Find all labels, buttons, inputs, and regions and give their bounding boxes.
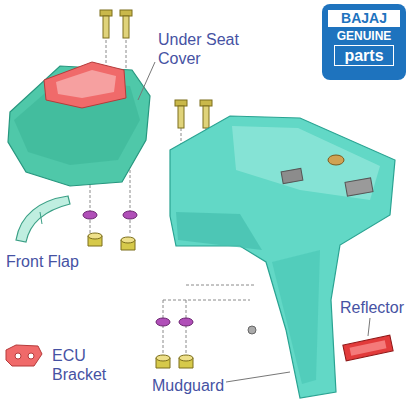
front-flap [16,196,70,242]
logo-text: BAJAJ [328,10,400,27]
mudguard [170,116,395,398]
leader-lines [138,62,370,382]
under-seat-cover [8,62,150,186]
logo-text: parts [334,45,394,66]
seat-screws [100,10,212,128]
part-label: ECU Bracket [50,346,124,384]
part-label: Mudguard [150,376,226,395]
logo-badge: BAJAJ GENUINE parts [322,4,406,80]
part-label: Front Flap [4,252,81,271]
part-label: Under Seat Cover [156,30,252,68]
part-label: Reflector [338,298,406,317]
ecu-bracket [6,345,42,366]
reflector [343,335,393,361]
logo-text: GENUINE [326,29,402,43]
